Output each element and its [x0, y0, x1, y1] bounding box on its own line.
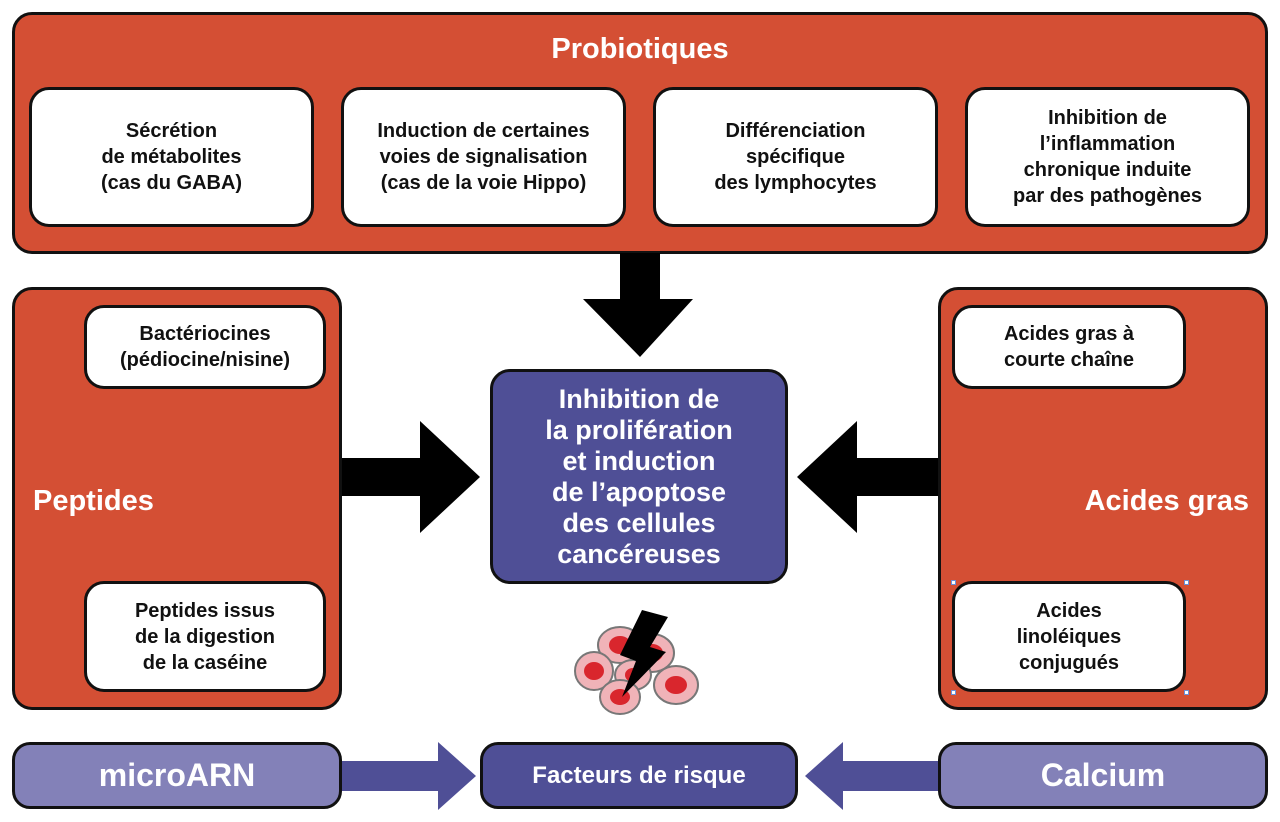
microarn-box: microARN [12, 742, 342, 809]
down-arrow-icon [583, 253, 693, 357]
calcium-left-arrow-icon [805, 742, 940, 810]
left-arrow-icon [797, 421, 939, 533]
right-arrow-shape [342, 421, 480, 533]
selection-handle-tr[interactable] [1184, 580, 1189, 585]
cancer-cells-lightning-icon [574, 610, 699, 715]
facteurs-de-risque-box: Facteurs de risque [480, 742, 798, 809]
acides-gras-item-linoleiques: Acides linoléiques conjugués [952, 581, 1186, 692]
probiotique-item-inflammation: Inhibition de l’inflammation chronique i… [965, 87, 1250, 227]
microarn-right-arrow-shape [342, 742, 476, 810]
calcium-left-arrow-shape [805, 742, 940, 810]
center-outcome-box: Inhibition de la prolifération et induct… [490, 369, 788, 584]
microarn-right-arrow-icon [342, 742, 476, 810]
lightning-bolt-icon [620, 610, 668, 697]
selection-handle-bl[interactable] [951, 690, 956, 695]
probiotique-item-gaba: Sécrétion de métabolites (cas du GABA) [29, 87, 314, 227]
right-arrow-icon [342, 421, 480, 533]
peptides-item-bacteriocines: Bactériocines (pédiocine/nisine) [84, 305, 326, 389]
acides-gras-title: Acides gras [1084, 485, 1249, 517]
cancer-cell-5 [653, 665, 699, 705]
peptides-item-caseine: Peptides issus de la digestion de la cas… [84, 581, 326, 692]
selection-handle-br[interactable] [1184, 690, 1189, 695]
selection-handle-tl[interactable] [951, 580, 956, 585]
probiotiques-title: Probiotiques [551, 33, 729, 65]
cancer-cell-3 [574, 651, 614, 691]
left-arrow-shape [797, 421, 939, 533]
cancer-cell-6 [599, 679, 641, 715]
probiotique-item-lymphocytes: Différenciation spécifique des lymphocyt… [653, 87, 938, 227]
probiotique-item-hippo: Induction de certaines voies de signalis… [341, 87, 626, 227]
down-arrow-shape [583, 253, 693, 357]
peptides-title: Peptides [33, 485, 154, 517]
acides-gras-item-courte-chaine: Acides gras à courte chaîne [952, 305, 1186, 389]
calcium-box: Calcium [938, 742, 1268, 809]
